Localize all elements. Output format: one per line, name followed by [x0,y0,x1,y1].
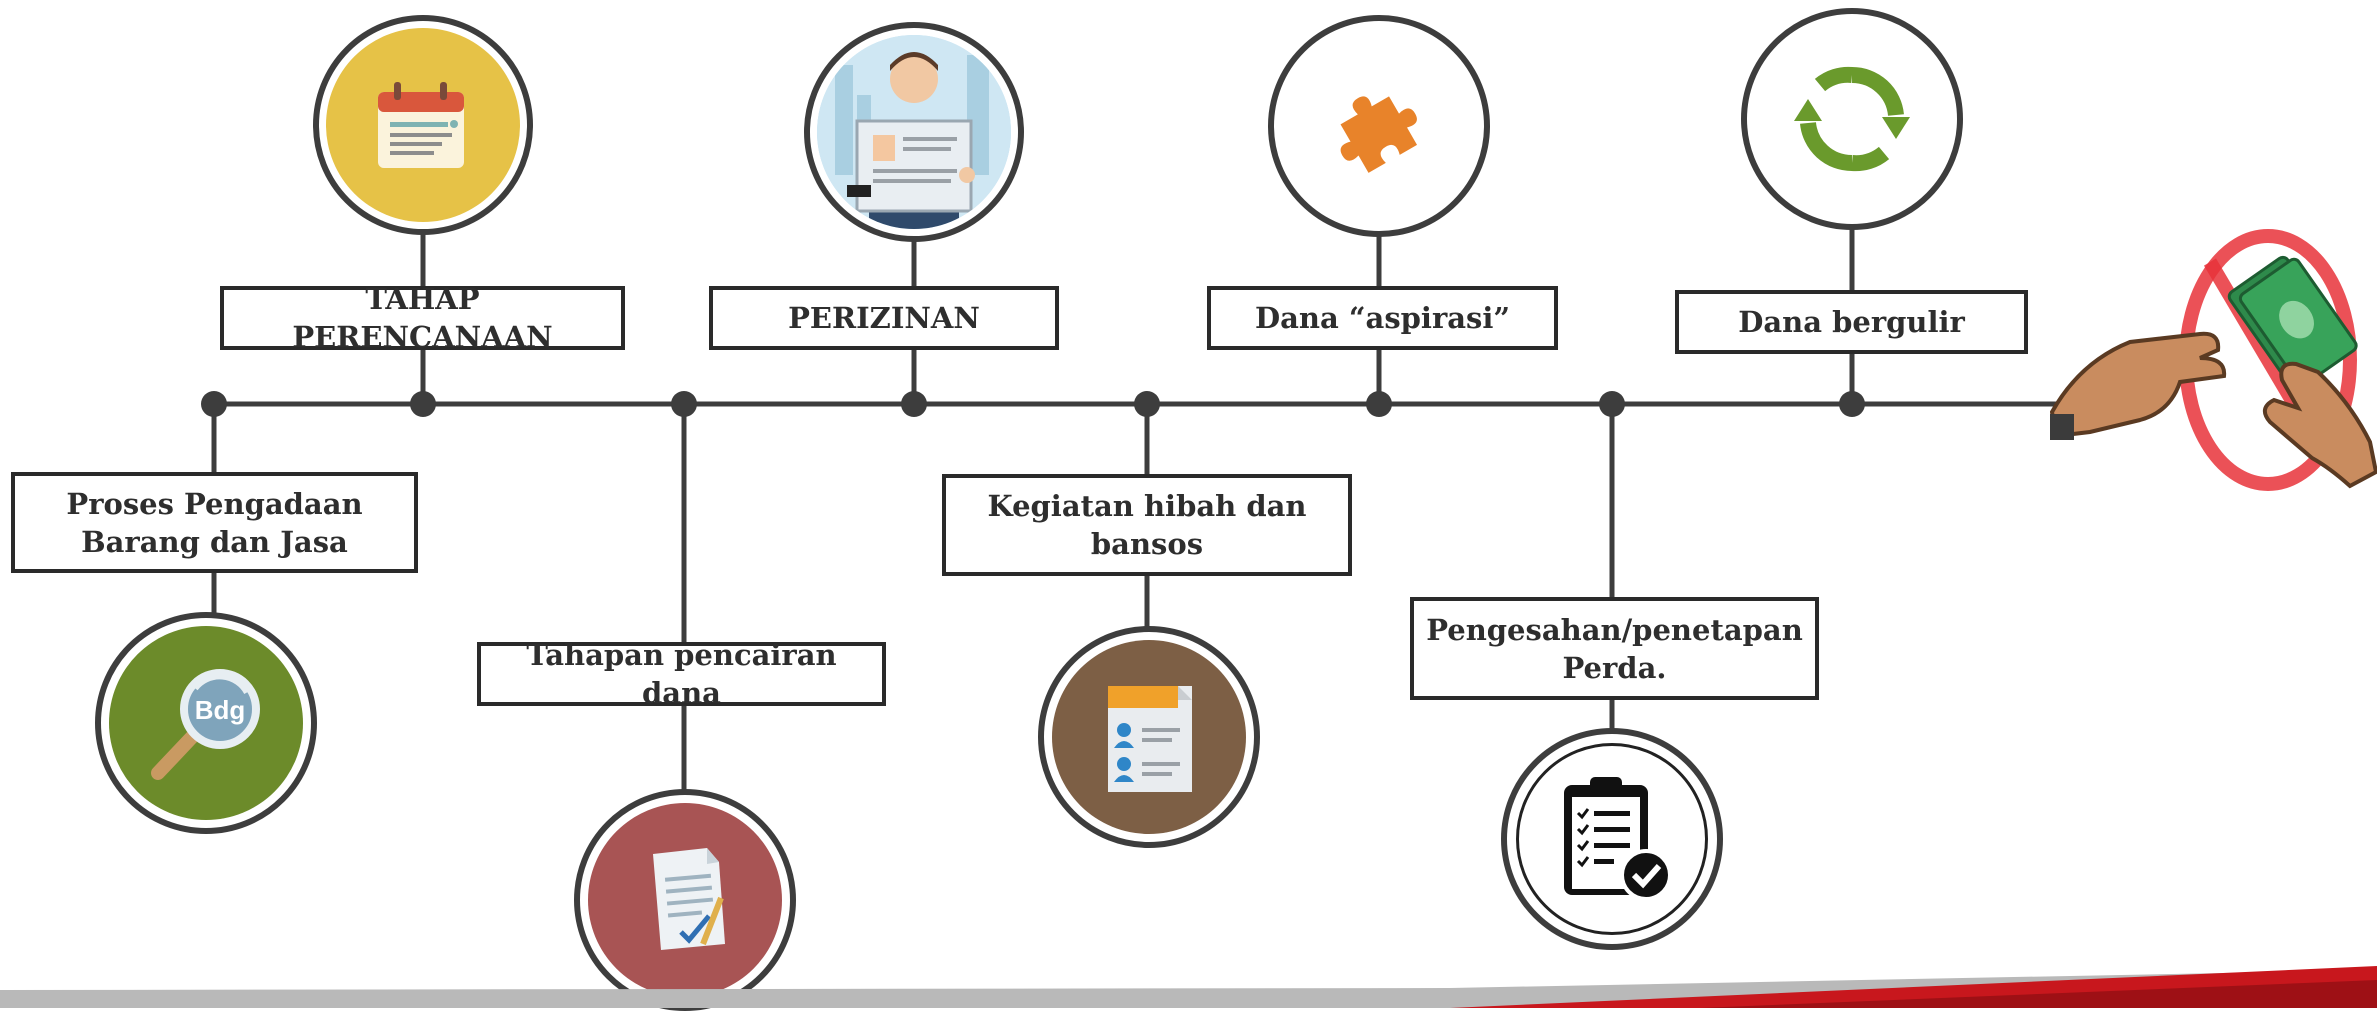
profile-document-node-fill [1052,640,1246,834]
puzzle-node [1268,15,1490,237]
search-bdg-node-fill: Bdg [109,626,303,820]
checklist-clipboard-icon [1564,777,1672,901]
timeline-dot [1599,391,1625,417]
profile-document-node [1038,626,1260,848]
step-label: Dana “aspirasi” [1207,286,1558,350]
anti-bribery-icon [2050,229,2377,491]
refresh-cycle-node [1741,8,1963,230]
step-label: Proses Pengadaan Barang dan Jasa [11,472,418,573]
step-label: TAHAP PERENCANAAN [220,282,625,354]
timeline-dot [1366,391,1392,417]
search-bdg-node: Bdg [95,612,317,834]
step-label-text: PERIZINAN [788,301,980,335]
step-label: Dana bergulir [1675,290,2028,354]
timeline-dot [201,391,227,417]
checklist-node [1501,728,1723,950]
job-applicant-node [804,22,1024,242]
refresh-cycle-node-fill [1755,22,1949,216]
timeline-dot [901,391,927,417]
bdg-mark: Bdg [195,695,246,725]
step-label-text: Pengesahan/penetapan Perda. [1426,612,1803,685]
refresh-cycle-icon [1794,66,1910,172]
job-applicant-icon [817,35,1011,229]
step-label: Pengesahan/penetapan Perda. [1410,597,1819,700]
step-label-text: TAHAP PERENCANAAN [292,282,553,354]
timeline-dot [671,391,697,417]
checklist-node-fill [1516,743,1708,935]
puzzle-icon [1340,96,1418,173]
profile-document-icon [1108,686,1192,792]
bottom-decorative-band [0,966,2377,1008]
search-bdg-icon: Bdg [151,669,260,780]
calendar-node [313,15,533,235]
document-sign-node-fill [588,803,782,997]
puzzle-node-fill [1282,29,1476,223]
timeline-dot [1839,391,1865,417]
step-label: Tahapan pencairan dana [477,638,886,710]
step-label-text: Dana “aspirasi” [1254,301,1511,335]
timeline-dot [1134,391,1160,417]
document-sign-icon [653,848,725,950]
job-applicant-node-fill [817,35,1011,229]
step-label-text: Dana bergulir [1738,305,1965,339]
calendar-node-fill [326,28,520,222]
step-label-text: Kegiatan hibah dan bansos [987,489,1307,561]
step-label-text: Tahapan pencairan dana [526,638,837,710]
step-label: Kegiatan hibah dan bansos [942,474,1352,576]
timeline-dot [410,391,436,417]
calendar-icon [378,82,464,168]
step-label: PERIZINAN [709,286,1059,350]
step-label-text: Proses Pengadaan Barang dan Jasa [66,486,363,559]
